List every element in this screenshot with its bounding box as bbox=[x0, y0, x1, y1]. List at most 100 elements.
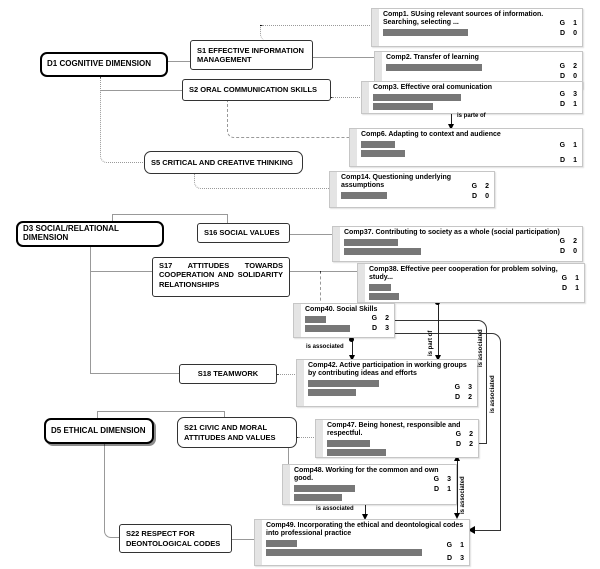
value-bar bbox=[369, 284, 391, 292]
comp-card-14: Comp14. Questioning underlying assumptio… bbox=[329, 171, 495, 208]
value-bar bbox=[386, 64, 482, 72]
assoc-line-comp40-comp49-end bbox=[474, 530, 500, 531]
g-value: 3 bbox=[468, 384, 472, 391]
d-label: D bbox=[456, 441, 462, 449]
skill-box-s18: S18 TEAMWORK bbox=[179, 364, 277, 384]
connector-d3-trunk bbox=[90, 247, 91, 373]
comp-card-1: Comp1. SUsing relevant sources of inform… bbox=[371, 8, 583, 47]
connector-s17-comp40 bbox=[320, 271, 321, 306]
skill-label: S2 ORAL COMMUNICATION SKILLS bbox=[189, 85, 318, 95]
d-value: 0 bbox=[573, 30, 577, 38]
comp-title: Comp1. SUsing relevant sources of inform… bbox=[383, 11, 544, 27]
value-bar bbox=[266, 549, 422, 557]
edge-label-is-associated-comp40: is associated bbox=[306, 344, 344, 350]
d-label: D bbox=[562, 285, 568, 293]
comp-left-strip bbox=[255, 520, 262, 565]
connector-s22-comp49 bbox=[231, 539, 254, 540]
value-bar bbox=[327, 440, 370, 448]
value-bar bbox=[308, 380, 379, 388]
comp-title: Comp6. Adapting to context and audience bbox=[361, 131, 501, 138]
d-value: 1 bbox=[447, 486, 451, 494]
comp-bars bbox=[369, 284, 580, 301]
comp-title: Comp49. Incorporating the ethical and de… bbox=[266, 522, 464, 538]
g-label: G bbox=[446, 542, 453, 549]
arrowhead-down-icon bbox=[448, 124, 454, 130]
arrow-comp3-comp6 bbox=[451, 111, 452, 129]
assoc-line-comp40-comp49 bbox=[395, 333, 501, 531]
d-value: 2 bbox=[468, 394, 472, 402]
d-label: D bbox=[472, 193, 478, 201]
connector-d1-s1 bbox=[167, 61, 190, 62]
value-bar bbox=[373, 94, 461, 102]
d-value: 1 bbox=[573, 156, 577, 164]
comp-title: Comp42. Active participation in working … bbox=[308, 362, 467, 378]
comp-card-37: Comp37. Contributing to society as a who… bbox=[332, 226, 583, 262]
value-bar bbox=[361, 150, 405, 158]
value-bar bbox=[294, 485, 355, 493]
value-bar bbox=[327, 449, 386, 457]
g-value: 1 bbox=[573, 142, 577, 149]
connector-s5-comp14 bbox=[194, 174, 330, 189]
edge-label-is-parte-of: is parte of bbox=[457, 113, 486, 119]
bracket-s21-drop bbox=[224, 411, 225, 417]
comp-card-48: Comp48. Working for the common and own g… bbox=[282, 464, 457, 505]
connector-s17-comp38 bbox=[289, 271, 357, 272]
connector-s1-comp2 bbox=[312, 57, 374, 58]
value-bar bbox=[305, 316, 326, 324]
comp-left-strip bbox=[372, 9, 379, 46]
g-value: 1 bbox=[575, 275, 579, 282]
value-bar bbox=[373, 103, 433, 111]
skill-box-s21: S21 CIVIC AND MORAL ATTITUDES AND VALUES bbox=[177, 417, 297, 448]
value-bar bbox=[294, 494, 342, 502]
d-value: 0 bbox=[485, 193, 489, 201]
comp-left-strip bbox=[350, 129, 357, 166]
arrowhead-left-icon bbox=[468, 526, 475, 534]
value-bar bbox=[308, 389, 356, 397]
g-value: 3 bbox=[447, 476, 451, 483]
value-bar bbox=[266, 540, 297, 548]
g-value: 2 bbox=[469, 431, 473, 438]
assoc-line-comp40-comp47-end bbox=[478, 443, 487, 444]
g-label: G bbox=[559, 142, 566, 149]
arrowhead-down-icon bbox=[362, 514, 368, 520]
comp-bars bbox=[327, 440, 474, 457]
g-label: G bbox=[371, 315, 378, 322]
d-value: 3 bbox=[385, 325, 389, 333]
comp-bars bbox=[294, 485, 452, 502]
comp-bars bbox=[386, 64, 578, 72]
value-bar bbox=[344, 239, 398, 247]
comp-left-strip bbox=[297, 360, 304, 406]
comp-title: Comp37. Contributing to society as a who… bbox=[344, 229, 560, 236]
connector-s18-comp42 bbox=[276, 374, 299, 375]
value-bar bbox=[344, 248, 421, 256]
connector-s1-comp1-h bbox=[260, 25, 374, 26]
comp-bars bbox=[383, 29, 578, 37]
comp-card-42: Comp42. Active participation in working … bbox=[296, 359, 478, 407]
dimension-box-d3: D3 SOCIAL/RELATIONAL DIMENSION bbox=[16, 221, 164, 247]
d-label: D bbox=[560, 73, 566, 81]
comp-title: Comp14. Questioning underlying assumptio… bbox=[341, 174, 452, 190]
comp-bars bbox=[361, 141, 578, 158]
edge-label-is-associated-comp48: is associated bbox=[316, 506, 354, 512]
d-label: D bbox=[560, 101, 566, 109]
comp-title: Comp47. Being honest, responsible and re… bbox=[327, 422, 461, 438]
comp-left-strip bbox=[294, 304, 301, 337]
connector-trunk-s5 bbox=[100, 90, 145, 163]
skill-box-s1: S1 EFFECTIVE INFORMATION MANAGEMENT bbox=[190, 40, 313, 70]
dimension-label: D3 SOCIAL/RELATIONAL DIMENSION bbox=[23, 224, 119, 242]
connector-s1-comp1 bbox=[260, 25, 372, 41]
comp-card-38: Comp38. Effective peer cooperation for p… bbox=[357, 263, 585, 303]
